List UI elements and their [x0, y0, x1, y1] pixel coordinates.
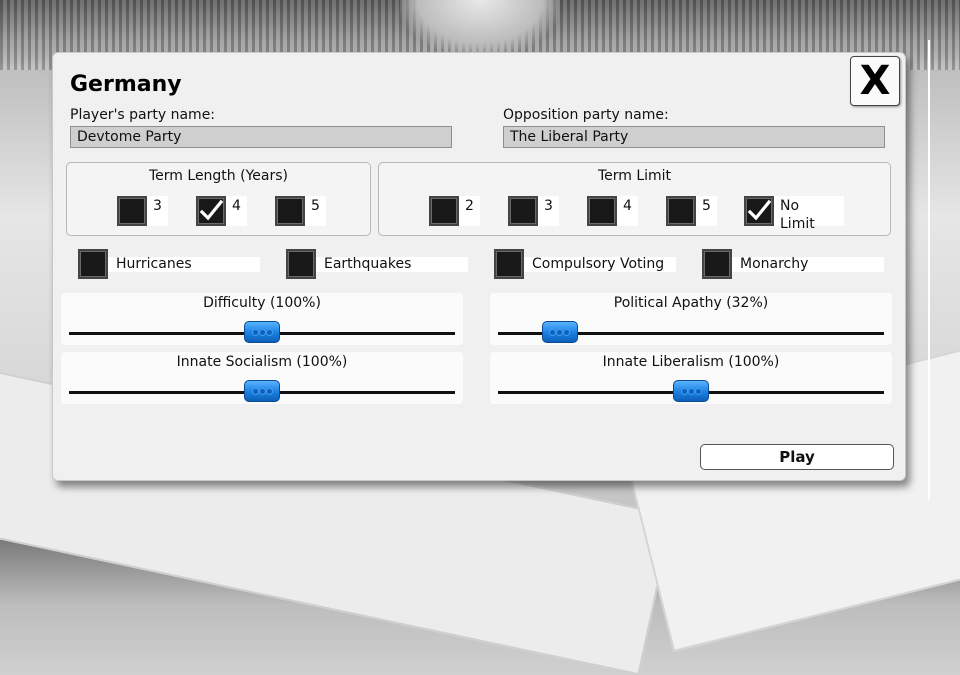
- term-limit-option-3[interactable]: 3: [508, 196, 559, 226]
- monarchy-label: Monarchy: [732, 255, 884, 272]
- term-limit-checkbox-no-limit[interactable]: [744, 196, 774, 226]
- country-title: Germany: [70, 72, 182, 97]
- innate-socialism-slider-label: Innate Socialism (100%): [176, 354, 348, 370]
- earthquakes-checkbox[interactable]: [286, 249, 316, 279]
- term-length-option-5[interactable]: 5: [275, 196, 326, 226]
- term-limit-option-label: 3: [538, 196, 559, 226]
- term-length-checkbox-5[interactable]: [275, 196, 305, 226]
- monarchy-toggle[interactable]: Monarchy: [702, 249, 884, 279]
- political-apathy-slider: Political Apathy (32%): [490, 293, 892, 345]
- term-length-option-4[interactable]: 4: [196, 196, 247, 226]
- political-apathy-slider-label: Political Apathy (32%): [613, 295, 769, 311]
- term-length-option-label: 5: [305, 196, 326, 226]
- political-apathy-slider-handle[interactable]: [541, 321, 578, 343]
- innate-liberalism-slider-handle[interactable]: [673, 380, 709, 402]
- hurricanes-label: Hurricanes: [108, 255, 260, 272]
- opposition-party-label: Opposition party name:: [503, 107, 669, 123]
- close-icon: X: [859, 58, 891, 104]
- compulsory-voting-checkbox[interactable]: [494, 249, 524, 279]
- term-limit-option-label: 4: [617, 196, 638, 226]
- game-setup-dialog: Germany X Player's party name: Devtome P…: [52, 52, 906, 481]
- term-length-option-label: 4: [226, 196, 247, 226]
- term-limit-option-label: 2: [459, 196, 480, 226]
- hurricanes-label-text: Hurricanes: [116, 255, 192, 272]
- checkmark-icon: [747, 199, 771, 221]
- term-limit-checkbox-3[interactable]: [508, 196, 538, 226]
- difficulty-slider-label: Difficulty (100%): [203, 295, 321, 311]
- innate-socialism-slider-handle[interactable]: [244, 380, 280, 402]
- earthquakes-toggle[interactable]: Earthquakes: [286, 249, 468, 279]
- player-party-label: Player's party name:: [70, 107, 216, 123]
- term-limit-checkbox-5[interactable]: [666, 196, 696, 226]
- play-button[interactable]: Play: [700, 444, 894, 470]
- term-length-option-label: 3: [147, 196, 168, 226]
- term-limit-option-4[interactable]: 4: [587, 196, 638, 226]
- compulsory-voting-label-text: Compulsory Voting: [532, 255, 665, 272]
- compulsory-voting-label: Compulsory Voting: [524, 255, 676, 272]
- term-length-option-3[interactable]: 3: [117, 196, 168, 226]
- term-limit-option-no-limit[interactable]: No Limit: [744, 196, 844, 232]
- background-speaker: [400, 0, 560, 55]
- term-length-group: Term Length (Years) 3 4 5: [66, 162, 371, 236]
- innate-liberalism-slider-label: Innate Liberalism (100%): [602, 354, 780, 370]
- term-limit-option-label: 5: [696, 196, 717, 226]
- earthquakes-label-text: Earthquakes: [324, 255, 412, 272]
- innate-socialism-slider: Innate Socialism (100%): [61, 352, 463, 404]
- term-limit-checkbox-2[interactable]: [429, 196, 459, 226]
- term-limit-group: Term Limit 2 3 4 5 No Limit: [378, 162, 891, 236]
- monarchy-label-text: Monarchy: [740, 255, 809, 272]
- innate-liberalism-slider: Innate Liberalism (100%): [490, 352, 892, 404]
- term-length-checkbox-3[interactable]: [117, 196, 147, 226]
- earthquakes-label: Earthquakes: [316, 255, 468, 272]
- player-party-input[interactable]: Devtome Party: [70, 126, 452, 148]
- difficulty-slider-handle[interactable]: [244, 321, 280, 343]
- compulsory-voting-toggle[interactable]: Compulsory Voting: [494, 249, 676, 279]
- term-limit-checkbox-4[interactable]: [587, 196, 617, 226]
- monarchy-checkbox[interactable]: [702, 249, 732, 279]
- checkmark-icon: [199, 199, 223, 221]
- hurricanes-toggle[interactable]: Hurricanes: [78, 249, 260, 279]
- difficulty-slider: Difficulty (100%): [61, 293, 463, 345]
- term-limit-option-label: No Limit: [774, 196, 844, 232]
- opposition-party-input[interactable]: The Liberal Party: [503, 126, 885, 148]
- term-length-checkbox-4[interactable]: [196, 196, 226, 226]
- term-limit-title: Term Limit: [597, 168, 672, 184]
- term-length-title: Term Length (Years): [149, 168, 288, 184]
- political-apathy-slider-track[interactable]: [498, 332, 884, 335]
- term-limit-option-5[interactable]: 5: [666, 196, 717, 226]
- close-button[interactable]: X: [850, 56, 900, 106]
- hurricanes-checkbox[interactable]: [78, 249, 108, 279]
- background-divider: [928, 40, 930, 500]
- term-limit-option-2[interactable]: 2: [429, 196, 480, 226]
